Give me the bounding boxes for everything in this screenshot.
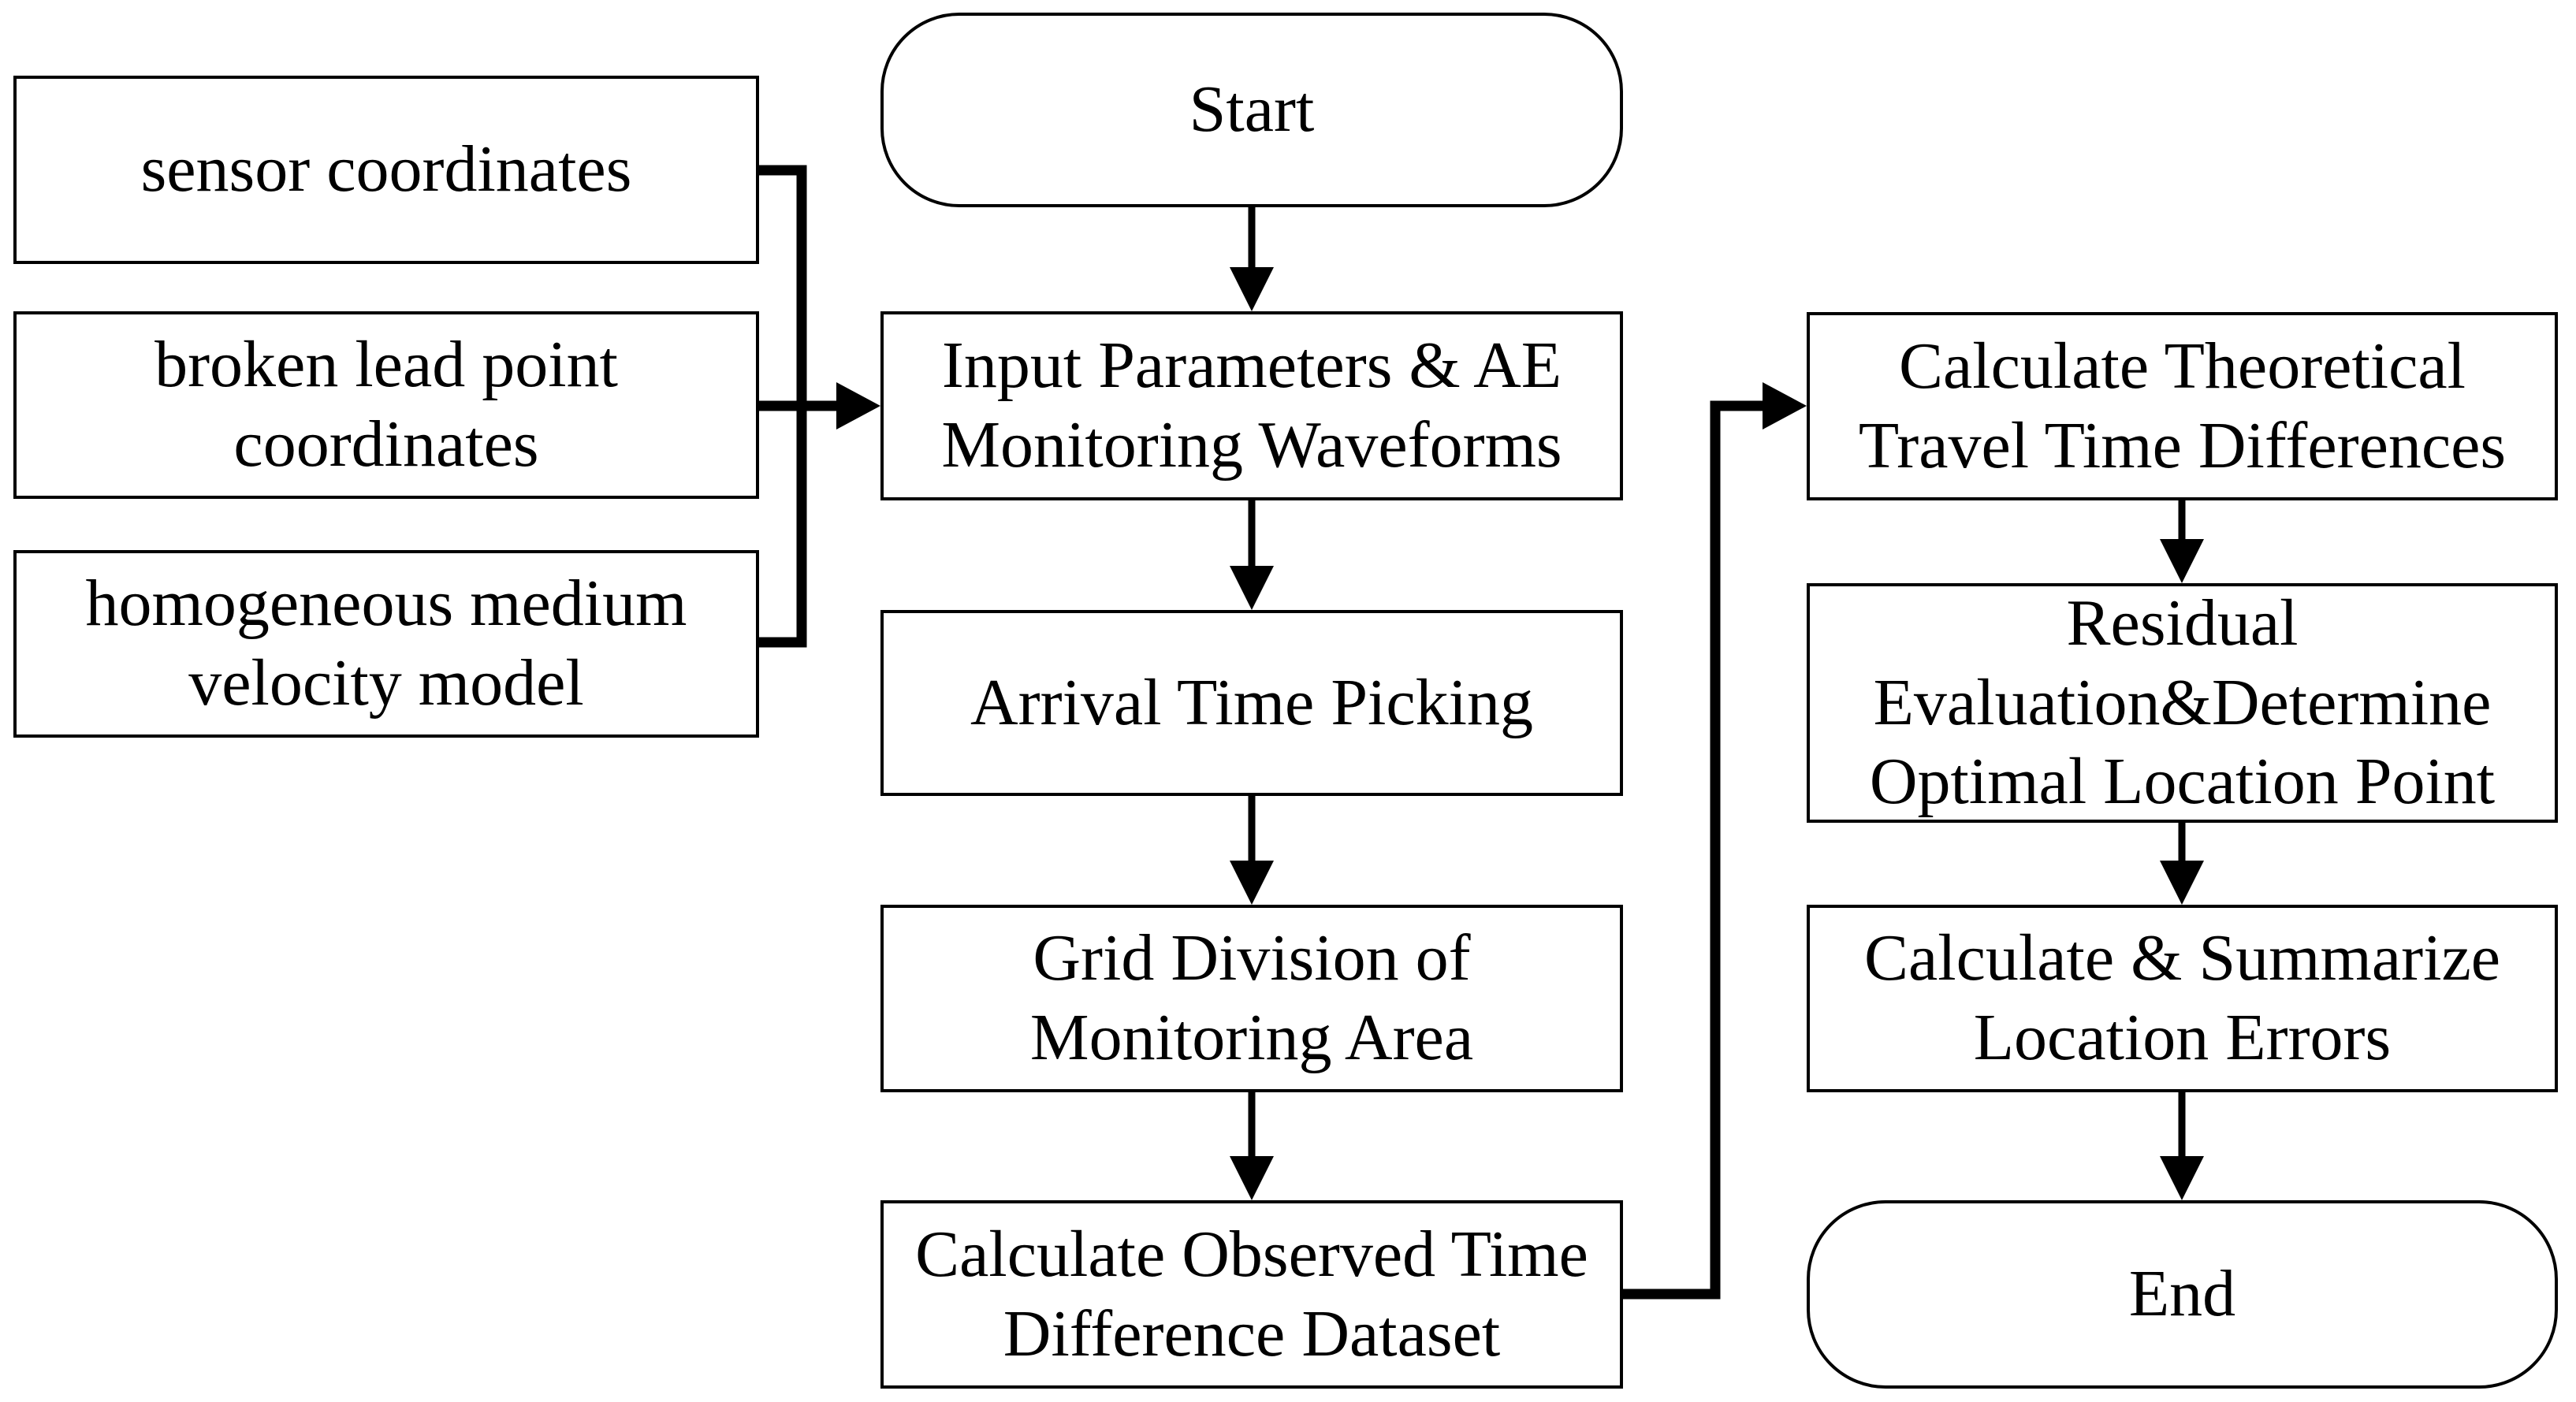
node-end-label: End — [2128, 1257, 2236, 1331]
node-sensor-coordinates-label: sensor coordinates — [140, 132, 632, 206]
arrow-arrival-to-grid-icon — [1230, 796, 1274, 905]
node-velocity-model-label: homogeneous medium velocity model — [85, 567, 687, 720]
node-input-parameters: Input Parameters & AE Monitoring Wavefor… — [880, 311, 1623, 500]
node-broken-lead-point-label: broken lead point coordinates — [154, 328, 618, 481]
node-location-errors-label: Calculate & Summarize Location Errors — [1863, 921, 2501, 1074]
connector-inputs-bracket-icon — [759, 165, 880, 648]
arrow-start-to-input-icon — [1230, 207, 1274, 311]
node-arrival-time-picking: Arrival Time Picking — [880, 610, 1623, 796]
arrow-theoretical-to-residual-icon — [2160, 500, 2204, 583]
arrow-grid-to-observed-icon — [1230, 1092, 1274, 1200]
node-sensor-coordinates: sensor coordinates — [13, 76, 759, 264]
node-location-errors: Calculate & Summarize Location Errors — [1807, 905, 2558, 1092]
node-start-label: Start — [1189, 73, 1315, 147]
arrow-errors-to-end-icon — [2160, 1092, 2204, 1200]
arrow-residual-to-errors-icon — [2160, 823, 2204, 905]
node-observed-time-difference-label: Calculate Observed Time Difference Datas… — [915, 1217, 1588, 1370]
connector-observed-to-theoretical-icon — [1623, 382, 1807, 1300]
node-grid-division: Grid Division of Monitoring Area — [880, 905, 1623, 1092]
node-end: End — [1807, 1200, 2558, 1389]
node-theoretical-travel-time: Calculate Theoretical Travel Time Differ… — [1807, 312, 2558, 500]
arrow-input-to-arrival-icon — [1230, 500, 1274, 610]
node-observed-time-difference: Calculate Observed Time Difference Datas… — [880, 1200, 1623, 1389]
node-theoretical-travel-time-label: Calculate Theoretical Travel Time Differ… — [1858, 329, 2507, 482]
node-velocity-model: homogeneous medium velocity model — [13, 550, 759, 738]
node-input-parameters-label: Input Parameters & AE Monitoring Wavefor… — [941, 329, 1562, 482]
node-residual-evaluation: Residual Evaluation&Determine Optimal Lo… — [1807, 583, 2558, 823]
node-grid-division-label: Grid Division of Monitoring Area — [1029, 921, 1474, 1074]
node-residual-evaluation-label: Residual Evaluation&Determine Optimal Lo… — [1869, 586, 2496, 819]
node-broken-lead-point: broken lead point coordinates — [13, 311, 759, 499]
node-arrival-time-picking-label: Arrival Time Picking — [970, 665, 1534, 739]
node-start: Start — [880, 13, 1623, 207]
